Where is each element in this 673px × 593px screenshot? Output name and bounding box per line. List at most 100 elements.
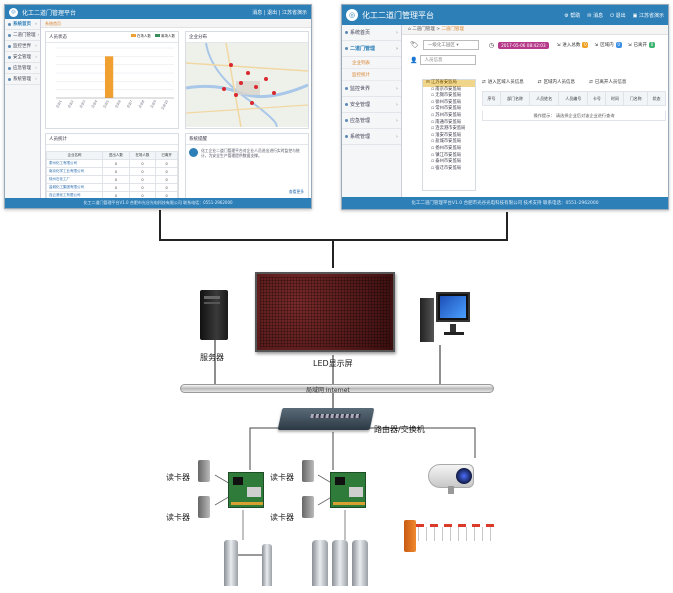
stat-icon: ⇲ [556,42,561,48]
right-topbar-links: ⚙ 帮助 ✉ 消息 ⏻ 退出 ▣ 江苏省演示 [564,12,664,19]
personnel-stats-title: 人员统计 [46,134,178,145]
card-reader-icon-2 [198,496,210,518]
tree-node[interactable]: ▫ 南通市安监局 [431,119,462,125]
notice-more-link[interactable]: 查看更多 [288,189,304,194]
screens-connector [159,210,508,241]
table-cell: 南京化学工业有限公司 [45,167,104,176]
logout-link[interactable]: ⏻ 退出 [610,12,626,19]
chevron-right-icon: › [35,43,37,49]
left-user-area[interactable]: 消息 | 退出 | 江苏省演示 [252,9,307,16]
right-sidebar-item-2[interactable]: 监控世界› [342,81,401,97]
records-col-header: 状态 [646,91,667,106]
left-sidebar-item-4[interactable]: 应急管理› [5,63,40,74]
stat-label: 已离开 [633,43,647,48]
right-sidebar: 系统首页›二道门管理›企业列表监控统计监控世界›安全管理›应急管理›系统管理› [342,25,402,197]
breadcrumb-item-1[interactable]: 二道门管理 [412,27,435,32]
action-link-2[interactable]: ⇄ 已离开人员信息 [589,79,627,86]
park-select[interactable]: 一级化工园区 ▾ [422,40,479,50]
right-sub-item-0[interactable]: 企业列表 [342,57,401,69]
right-breadcrumb: ⌂ 二道门管理 > 二道门管理 [402,25,668,35]
right-sidebar-item-1[interactable]: 二道门管理› [342,41,401,57]
notice-item: 化工企业二道门管理平台对企业人员进出进行实时监控与统计，为安全生产管理提供数据支… [186,145,308,161]
tree-node[interactable]: ▫ 连云港市安监局 [431,126,466,132]
chart-legend: 在场人数 离场人数 [130,34,175,39]
table-cell: 0 [102,175,130,184]
enterprise-map[interactable] [186,43,308,127]
tree-root[interactable]: ⊟ 江苏省安监局 [423,80,475,87]
tree-node[interactable]: ▫ 泰州市安监局 [431,159,462,165]
left-sidebar-item-2[interactable]: 监控世界› [5,41,40,52]
left-breadcrumb[interactable]: 系统首页 [45,21,61,26]
personnel-status-title: 人员状态 [46,32,178,43]
tree-node[interactable]: ▫ 常州市安监局 [431,106,462,112]
right-sidebar-item-4[interactable]: 应急管理› [342,113,401,129]
menu-dot-icon [8,66,11,70]
left-sidebar-item-0[interactable]: 系统首页 › [5,19,40,30]
left-sidebar-item-5[interactable]: 系统管理› [5,74,40,85]
x-tick-label: 企业6 [113,99,122,109]
chevron-right-icon: › [35,76,37,82]
person-search-input[interactable]: 人员信息 [420,55,476,65]
router-to-controller-1 [249,427,300,470]
right-sidebar-item-0[interactable]: 系统首页› [342,25,401,41]
tree-node[interactable]: ▫ 盐城市安监局 [431,139,462,145]
left-sidebar-item-1[interactable]: 二道门管理› [5,30,40,41]
action-link-1[interactable]: ⇄ 区域内人员信息 [537,79,576,86]
tree-node[interactable]: ▫ 扬州市安监局 [431,145,462,151]
legend-item-left: 离场人数 [154,34,175,39]
tree-node[interactable]: ▫ 苏州市安监局 [431,112,462,118]
tree-node[interactable]: ▫ 宿迁市安监局 [431,165,462,171]
map-markers[interactable] [222,63,276,105]
access-controller-board-2 [330,472,366,508]
x-tick-label: 企业8 [137,99,146,109]
right-platform-logo-icon: ◎ [346,9,358,21]
left-sidebar-label: 系统首页 [13,22,31,27]
stat-label: 进入总数 [562,43,581,48]
platform-logo-icon: ◎ [9,7,18,17]
records-col-header: 序号 [481,91,502,106]
action-link-0[interactable]: ⇄ 进入区域人员信息 [482,79,524,86]
notice-avatar-icon [189,148,198,157]
right-sub-item-1[interactable]: 监控统计 [342,69,401,81]
tree-node[interactable]: ▫ 镇江市安监局 [431,152,462,158]
tree-node[interactable]: ▫ 南京市安监局 [431,86,462,92]
help-link[interactable]: ⚙ 帮助 [564,12,581,19]
left-sidebar-label: 二道门管理 [13,33,36,38]
x-tick-label: 企业3 [78,99,87,109]
chevron-right-icon: › [35,21,37,27]
system-notice-panel: 系统提醒 化工企业二道门管理平台对企业人员进出进行实时监控与统计，为安全生产管理… [185,133,309,199]
menu-dot-icon [8,77,11,81]
x-tick-label: 企业7 [125,99,134,109]
led-display-board [255,272,395,352]
right-sidebar-label: 监控世界 [350,86,371,92]
surveillance-camera-icon [428,458,482,494]
tree-node[interactable]: ▫ 无锡市安监局 [431,93,462,99]
barrier-gate-icon [404,514,500,554]
home-icon[interactable]: ⌂ [408,27,411,32]
left-sidebar-item-3[interactable]: 安全管理› [5,52,40,63]
message-link[interactable]: ✉ 消息 [587,12,604,19]
table-cell: 0 [128,175,157,184]
right-sidebar-item-3[interactable]: 安全管理› [342,97,401,113]
records-table: 序号部门名称人员姓名人员编号卡号时间门名称状态 [481,91,667,106]
bar-4[interactable] [104,56,114,98]
right-sidebar-label: 应急管理 [350,118,371,124]
left-topbar: ◎ 化工二道门管理平台 消息 | 退出 | 江苏省演示 [5,5,311,19]
breadcrumb-item-2: 二道门管理 [441,27,464,32]
right-sidebar-item-5[interactable]: 系统管理› [342,129,401,145]
menu-dot-icon [8,22,11,26]
server-icon [200,290,228,340]
table-cell: 0 [102,159,130,168]
tree-node[interactable]: ▫ 淮安市安监局 [431,132,462,138]
records-col-header: 部门名称 [500,91,531,106]
tree-node[interactable]: ▫ 徐州市安监局 [431,99,462,105]
col-header: 进出人数 [102,151,130,160]
